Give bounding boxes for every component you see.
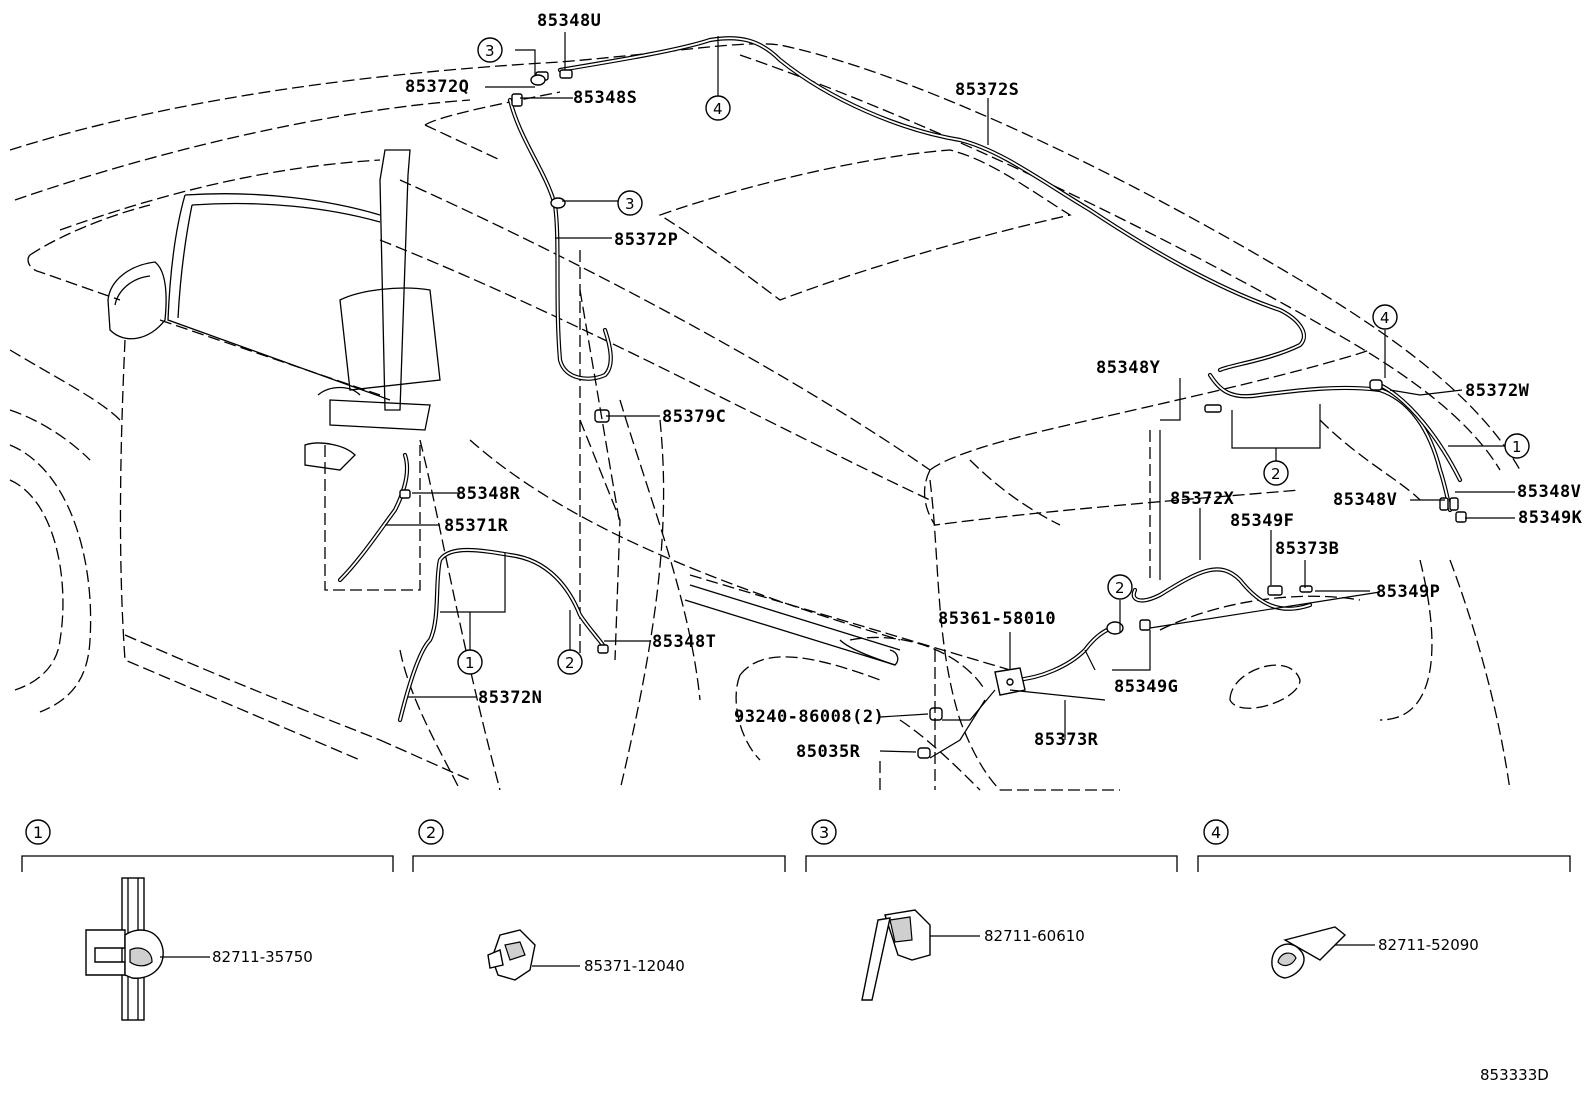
label-85372W: 85372W <box>1465 381 1530 401</box>
clip-marker-2-lower: 2 <box>1107 574 1133 600</box>
label-85348V-right: 85348V <box>1517 482 1581 502</box>
clip-marker-4-hatch: 4 <box>1372 304 1398 330</box>
label-85348S: 85348S <box>573 88 637 108</box>
label-85348U: 85348U <box>537 11 601 31</box>
label-85372P: 85372P <box>614 230 678 250</box>
label-85035R: 85035R <box>796 742 861 762</box>
small-parts <box>399 69 1467 759</box>
leader-lines <box>324 32 1515 790</box>
clip-4-icon <box>1271 926 1375 979</box>
label-85348Y: 85348Y <box>1096 358 1161 378</box>
label-85361-58010: 85361-58010 <box>938 609 1056 629</box>
svg-text:1: 1 <box>465 654 475 672</box>
detail-part-number-2: 85371-12040 <box>584 957 685 975</box>
label-85349K: 85349K <box>1518 508 1583 528</box>
clip-1-icon <box>85 877 210 1021</box>
detail-section-2: 2 85371-12040 <box>418 819 685 981</box>
washer-hoses <box>337 36 1463 723</box>
label-93240-86008: 93240-86008(2) <box>734 707 884 727</box>
label-85373R: 85373R <box>1034 730 1099 750</box>
label-85373B: 85373B <box>1275 539 1339 559</box>
label-85348R: 85348R <box>456 484 521 504</box>
label-85348T: 85348T <box>652 632 716 652</box>
detail-section-3: 3 82711-60610 <box>811 819 1085 1001</box>
label-85371R: 85371R <box>444 516 509 536</box>
clip-marker-1-door: 1 <box>457 649 483 675</box>
label-85372Q: 85372Q <box>405 77 469 97</box>
label-85349P: 85349P <box>1376 582 1440 602</box>
label-85372X: 85372X <box>1170 489 1235 509</box>
detail-panels: 1 82711-35750 2 85371-12040 <box>21 819 1571 1021</box>
svg-text:2: 2 <box>1115 579 1125 597</box>
detail-part-number-4: 82711-52090 <box>1378 936 1479 954</box>
detail-index-3: 3 <box>819 823 829 842</box>
label-85349G: 85349G <box>1114 677 1178 697</box>
svg-text:4: 4 <box>1380 309 1390 327</box>
label-85379C: 85379C <box>662 407 726 427</box>
detail-index-4: 4 <box>1211 823 1221 842</box>
clip-marker-4-top: 4 <box>705 95 731 121</box>
svg-text:2: 2 <box>1271 465 1281 483</box>
clip-2-icon <box>487 929 580 981</box>
detail-part-number-3: 82711-60610 <box>984 927 1085 945</box>
label-85372N: 85372N <box>478 688 542 708</box>
detail-index-2: 2 <box>426 823 436 842</box>
clip-marker-2-door: 2 <box>557 649 583 675</box>
clip-marker-1-hatch: 1 <box>1504 433 1530 459</box>
clip-markers: 3 4 3 4 1 2 2 1 <box>457 37 1530 675</box>
clip-3-icon <box>861 909 980 1001</box>
svg-text:2: 2 <box>565 654 575 672</box>
svg-text:1: 1 <box>1512 438 1522 456</box>
detail-part-number-1: 82711-35750 <box>212 948 313 966</box>
label-85372S: 85372S <box>955 80 1019 100</box>
label-85349F: 85349F <box>1230 511 1294 531</box>
clip-marker-3-top: 3 <box>477 37 503 63</box>
vehicle-body-outline <box>9 43 1521 791</box>
detail-index-1: 1 <box>33 823 43 842</box>
svg-text:4: 4 <box>713 100 723 118</box>
clip-marker-2-hatch: 2 <box>1263 460 1289 486</box>
callout-labels: 85348U 85372Q 85348S 85372S 85372P 85379… <box>405 11 1583 762</box>
svg-text:3: 3 <box>485 42 495 60</box>
detail-section-4: 4 82711-52090 <box>1203 819 1479 979</box>
detail-section-1: 1 82711-35750 <box>25 819 313 1021</box>
label-85348V-left: 85348V <box>1333 490 1397 510</box>
diagram-code: 853333D <box>1480 1066 1549 1084</box>
clip-marker-3-pillar: 3 <box>617 190 643 216</box>
svg-text:3: 3 <box>625 195 635 213</box>
